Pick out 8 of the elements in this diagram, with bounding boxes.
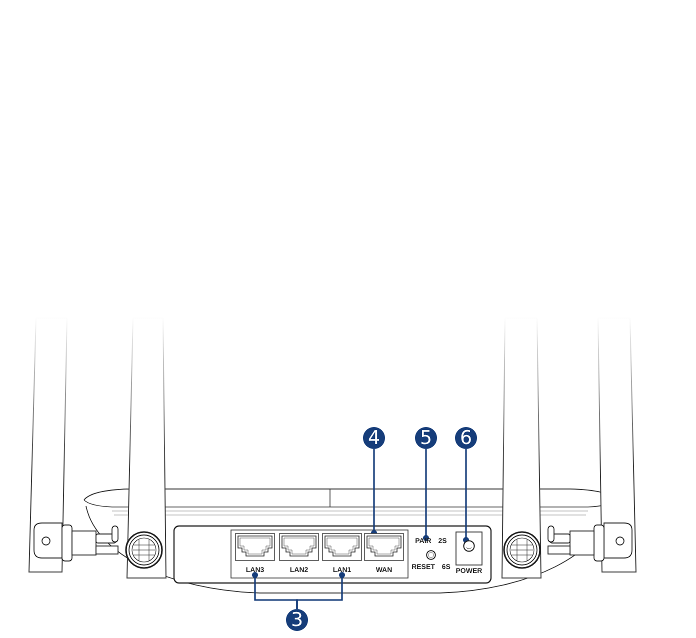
leader-line: [423, 449, 429, 541]
leader-line: [463, 449, 469, 543]
callout-number: 5: [415, 427, 437, 449]
callout-number: 3: [286, 609, 308, 631]
leader-line: [296, 572, 345, 609]
callout-number: 6: [455, 427, 477, 449]
leader-line: [371, 449, 377, 536]
callout-number: 4: [363, 427, 385, 449]
